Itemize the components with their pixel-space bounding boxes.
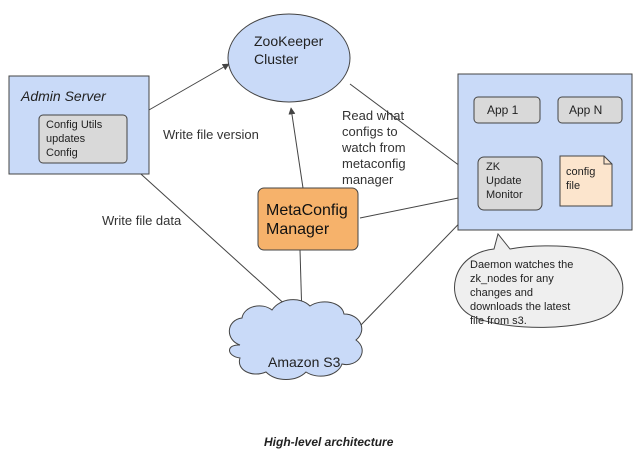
edge-zookeeper-to-monitor [349, 83, 477, 179]
amazon-s3-label: Amazon S3 [268, 354, 341, 370]
config-file-note [559, 155, 613, 207]
zookeeper-cluster-node [227, 13, 351, 103]
config-file-label: config file [566, 166, 596, 192]
amazon-s3-cloud [228, 299, 363, 380]
appn-label: App N [569, 103, 603, 117]
figure-caption: High-level architecture [264, 435, 394, 449]
write-file-version-label: Write file version [163, 127, 259, 142]
daemon-callout-text: Daemon watches the zk_nodes for any chan… [470, 259, 574, 327]
config-file-note-fold [603, 156, 612, 165]
zk-update-monitor-box [477, 156, 543, 211]
appn-box [557, 96, 623, 124]
app1-box [473, 96, 541, 124]
app1-label: App 1 [487, 103, 519, 117]
metaconfig-label: MetaConfig Manager [266, 202, 348, 238]
edge-admin-to-zookeeper [134, 63, 230, 119]
zookeeper-label: ZooKeeper Cluster [254, 33, 324, 67]
read-configs-label: Read what configs to watch from metaconf… [342, 108, 406, 187]
edge-metaconfig-to-zookeeper [288, 107, 304, 189]
edge-admin-to-s3 [109, 145, 301, 319]
zk-update-monitor-label: ZK Update Monitor [486, 161, 523, 201]
config-utils-box [38, 114, 128, 164]
write-file-data-label: Write file data [102, 213, 182, 228]
metaconfig-manager-box [257, 187, 359, 251]
daemon-callout-bubble [454, 232, 624, 328]
config-utils-label: Config Utils updates Config [46, 119, 103, 159]
admin-server-title: Admin Server [21, 88, 106, 104]
